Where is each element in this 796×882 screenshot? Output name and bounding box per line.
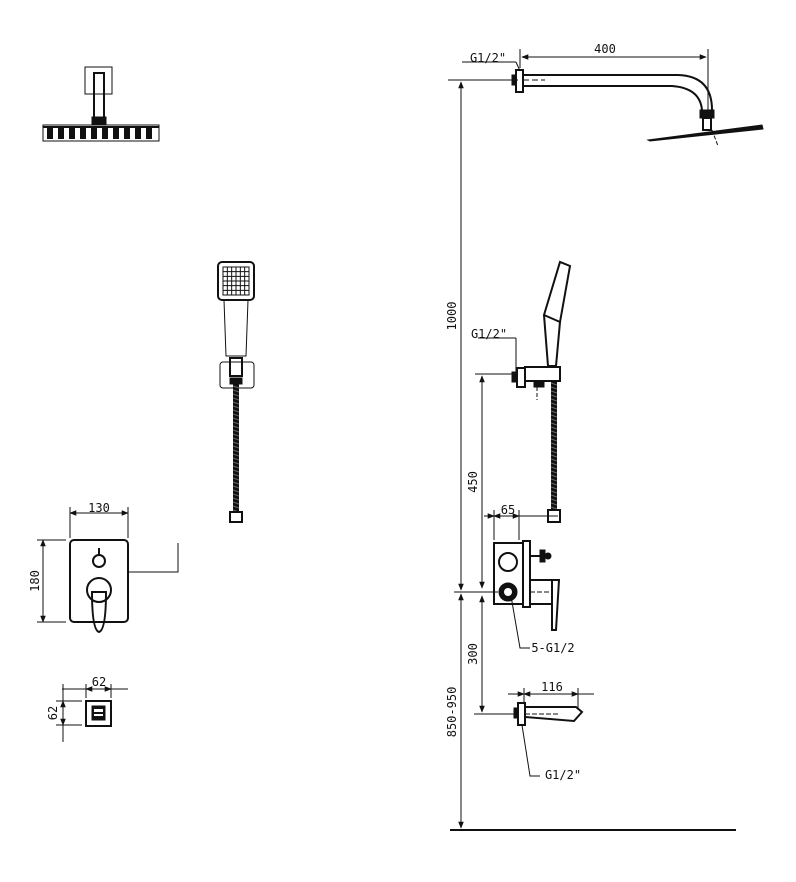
holder-thread-label: G1/2" [471, 327, 507, 341]
shower-arm: 400 G1/2" [462, 42, 764, 147]
valve-to-spout-label: 300 [466, 643, 480, 665]
spout-length-label: 116 [541, 680, 563, 694]
small-plate-height-label: 62 [46, 706, 60, 720]
arm-length-label: 400 [594, 42, 616, 56]
rain-shower-head-icon [42, 66, 160, 142]
diverter-plate-icon: 62 62 [46, 675, 128, 742]
hand-shower-icon [217, 261, 255, 523]
mixer-valve-side: 5-G1/2 [480, 540, 575, 655]
total-height-label: 1000 [445, 302, 459, 331]
spout-height-range-label: 850-950 [445, 687, 459, 738]
spout-side: 116 G1/2" [508, 680, 594, 782]
spout-thread-label: G1/2" [545, 768, 581, 782]
valve-thread-label: 5-G1/2 [531, 641, 574, 655]
hand-shower-side: G1/2" [471, 260, 572, 523]
mixer-plate-icon: 130 180 [28, 501, 179, 634]
arm-thread-label: G1/2" [470, 51, 506, 65]
valve-depth-label: 65 [501, 503, 515, 517]
plate-height-label: 180 [28, 570, 42, 592]
plate-width-label: 130 [88, 501, 110, 515]
holder-to-valve-label: 450 [466, 471, 480, 493]
small-plate-width-label: 62 [92, 675, 106, 689]
